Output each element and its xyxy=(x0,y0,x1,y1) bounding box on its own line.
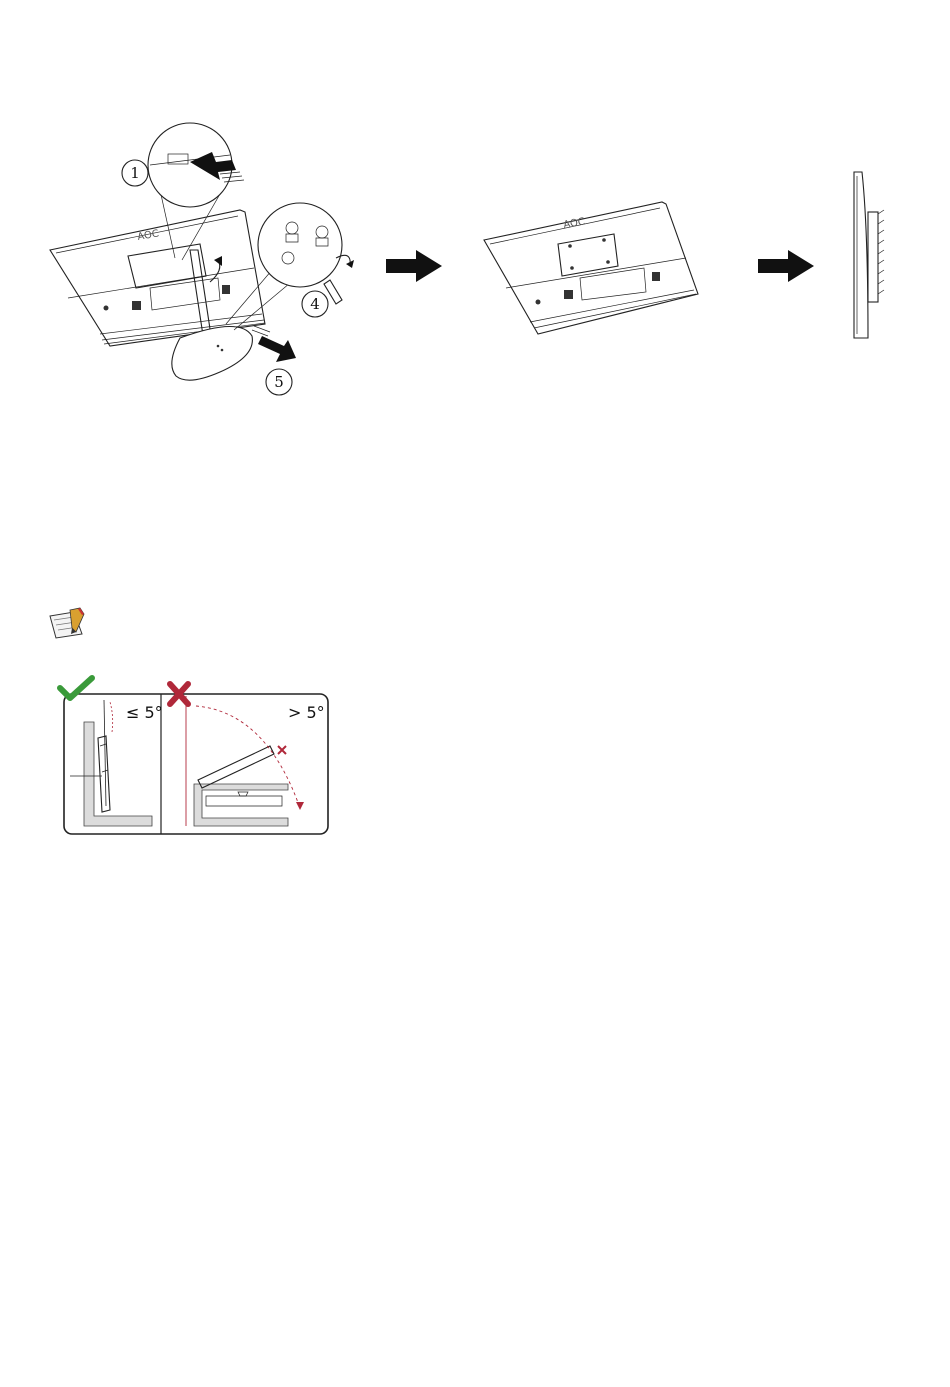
next-arrow-icon xyxy=(386,250,442,282)
tilt-limit-panel: ≤ 5° > 5° xyxy=(56,676,332,838)
step-1-label: 1 xyxy=(130,164,140,182)
step-1-marker: 1 xyxy=(122,160,148,186)
next-arrow-icon-2 xyxy=(758,250,814,282)
screws-zoom xyxy=(226,203,354,330)
step-5-marker: 5 xyxy=(266,369,292,395)
tilt-limit-illustration: ≤ 5° > 5° xyxy=(56,676,332,838)
check-icon xyxy=(60,678,92,698)
bad-angle-label: > 5° xyxy=(288,703,325,722)
wall-mounted-side-view xyxy=(846,168,896,344)
stand-removal-diagram: AOC 1 4 xyxy=(40,110,360,410)
monitor-back-with-stand: AOC xyxy=(50,210,265,380)
step-4-label: 4 xyxy=(310,295,320,313)
monitor-back-vesa-diagram: AOC xyxy=(476,196,706,346)
brand-logo: AOC xyxy=(137,228,160,243)
brand-logo-2: AOC xyxy=(563,216,586,231)
step-5-label: 5 xyxy=(274,373,284,391)
ok-angle-label: ≤ 5° xyxy=(126,703,163,722)
note-pencil-icon xyxy=(46,608,88,640)
bad-wall-mount-example xyxy=(186,696,304,826)
release-button-zoom xyxy=(148,123,244,260)
step-4-marker: 4 xyxy=(302,291,328,317)
